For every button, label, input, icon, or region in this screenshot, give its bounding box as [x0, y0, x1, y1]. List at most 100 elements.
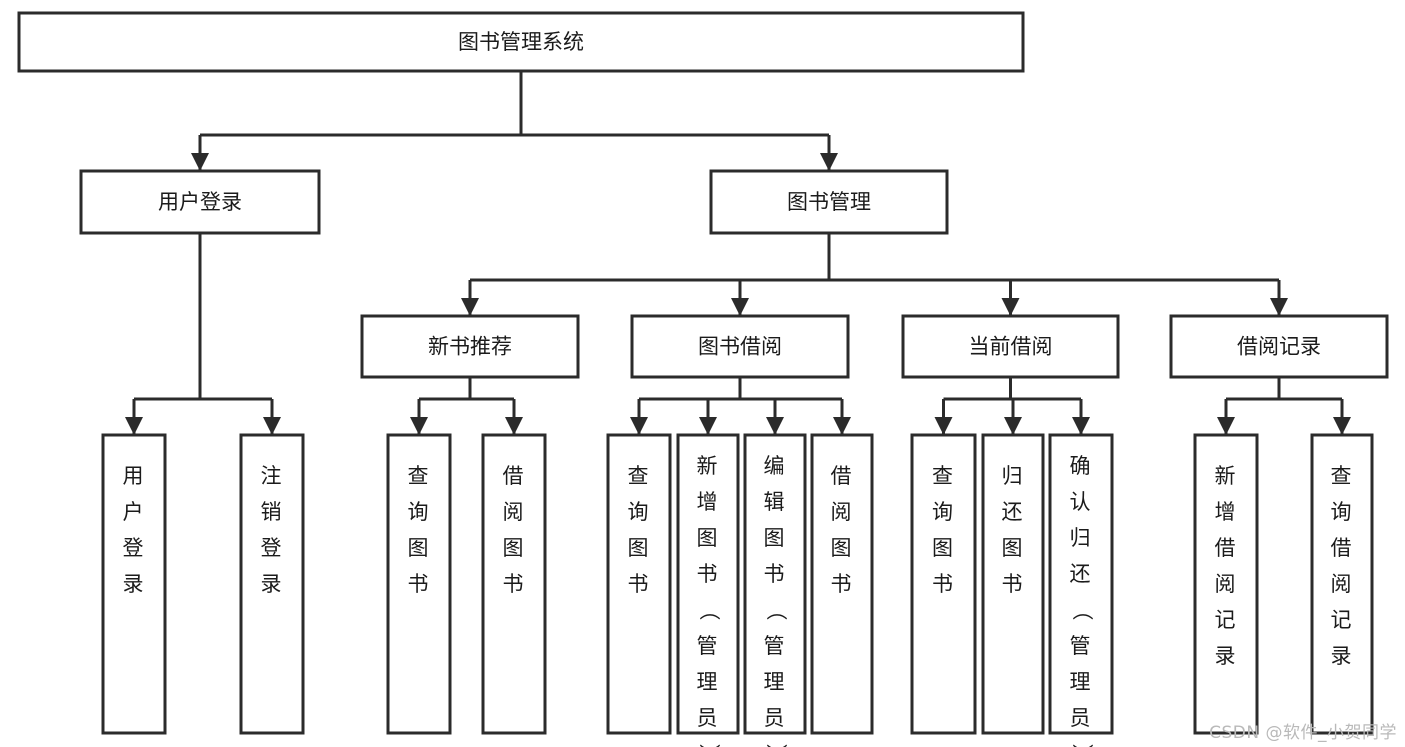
- node-label-char: 编: [764, 454, 787, 478]
- node-label-char: 管: [697, 634, 720, 658]
- node-label-char: 查: [408, 464, 431, 488]
- node-box: [386, 433, 452, 735]
- node-label: 图书借阅: [698, 335, 782, 359]
- node-label-char: 图: [408, 536, 431, 560]
- edge-group-l3_a: [410, 377, 523, 435]
- node-label-char: 录: [1331, 644, 1354, 668]
- node-label-char: 新: [697, 454, 720, 478]
- node-l3_d[interactable]: 借阅记录: [1169, 314, 1389, 379]
- nodes-layer: 图书管理系统用户登录图书管理新书推荐图书借阅当前借阅借阅记录用户登录注销登录查询…: [17, 11, 1389, 747]
- node-label-char: 户: [123, 500, 146, 524]
- node-label-char: 图: [628, 536, 651, 560]
- node-label-char: ）: [1070, 744, 1094, 747]
- node-l3_b[interactable]: 图书借阅: [630, 314, 850, 379]
- node-label-char: 用: [123, 464, 146, 488]
- node-label-char: 图: [831, 536, 854, 560]
- node-label-char: 录: [1215, 644, 1238, 668]
- node-label-char: 图: [932, 536, 955, 560]
- edge-arrowhead: [1333, 417, 1351, 435]
- node-l3_a[interactable]: 新书推荐: [360, 314, 580, 379]
- node-label-char: 查: [932, 464, 955, 488]
- node-box: [910, 433, 977, 735]
- edge-arrowhead: [461, 298, 479, 316]
- node-label-char: 员: [764, 706, 787, 730]
- node-label-char: 书: [831, 572, 854, 596]
- node-label-char: 借: [503, 464, 526, 488]
- node-label: 借阅记录: [1237, 335, 1321, 359]
- node-box: [810, 433, 874, 735]
- node-label-char: 新: [1215, 464, 1238, 488]
- node-label-char: 增: [1215, 500, 1238, 524]
- node-root[interactable]: 图书管理系统: [17, 11, 1025, 73]
- node-box: [17, 11, 1025, 73]
- node-label-char: 认: [1070, 490, 1093, 514]
- node-leaf_01[interactable]: 用户登录: [101, 433, 167, 735]
- node-label-char: ）: [697, 744, 721, 747]
- edge-arrowhead: [1072, 417, 1090, 435]
- edge-group-l2_b: [461, 233, 1288, 316]
- node-label-char: 图: [697, 526, 720, 550]
- node-label-char: 书: [1002, 572, 1025, 596]
- edges-layer: [125, 71, 1351, 435]
- node-label-char: （: [697, 600, 721, 623]
- node-label-char: 书: [503, 572, 526, 596]
- node-label-char: 登: [261, 536, 284, 560]
- node-label-char: 借: [1215, 536, 1238, 560]
- node-label: 新书推荐: [428, 335, 512, 359]
- edge-group-l3_d: [1217, 377, 1351, 435]
- edge-arrowhead: [766, 417, 784, 435]
- node-l3_c[interactable]: 当前借阅: [901, 314, 1120, 379]
- node-label-char: 查: [1331, 464, 1354, 488]
- node-box: [709, 169, 949, 235]
- node-label-char: 借: [1331, 536, 1354, 560]
- edge-arrowhead: [630, 417, 648, 435]
- edge-arrowhead: [1270, 298, 1288, 316]
- node-label-char: 借: [831, 464, 854, 488]
- node-box: [901, 314, 1120, 379]
- edge-arrowhead: [820, 153, 838, 171]
- node-label-char: 询: [628, 500, 651, 524]
- edge-arrowhead: [1217, 417, 1235, 435]
- node-box: [1048, 433, 1114, 735]
- node-label-char: 员: [1070, 706, 1093, 730]
- node-label-char: 书: [628, 572, 651, 596]
- edge-arrowhead: [731, 298, 749, 316]
- node-box: [676, 433, 740, 735]
- node-box: [981, 433, 1045, 735]
- node-box: [743, 433, 807, 735]
- node-l2_a[interactable]: 用户登录: [79, 169, 321, 235]
- node-label-char: 图: [503, 536, 526, 560]
- node-label-char: 管: [1070, 634, 1093, 658]
- node-label-char: 归: [1070, 526, 1093, 550]
- node-label-char: 归: [1002, 464, 1025, 488]
- edge-arrowhead: [699, 417, 717, 435]
- edge-group-l2_a: [125, 233, 281, 435]
- node-label-char: 理: [764, 670, 787, 694]
- edge-arrowhead: [410, 417, 428, 435]
- node-label-char: 记: [1331, 608, 1354, 632]
- node-label-char: 登: [123, 536, 146, 560]
- node-label-char: 销: [261, 500, 284, 524]
- node-label-char: 记: [1215, 608, 1238, 632]
- edge-arrowhead: [934, 417, 953, 435]
- node-box: [239, 433, 305, 735]
- edge-arrowhead: [125, 417, 143, 435]
- node-box: [481, 433, 547, 735]
- node-l2_b[interactable]: 图书管理: [709, 169, 949, 235]
- node-label-char: 阅: [831, 500, 854, 524]
- node-label-char: 阅: [1215, 572, 1238, 596]
- csdn-watermark: CSDN @软件_小贺同学: [1209, 723, 1397, 743]
